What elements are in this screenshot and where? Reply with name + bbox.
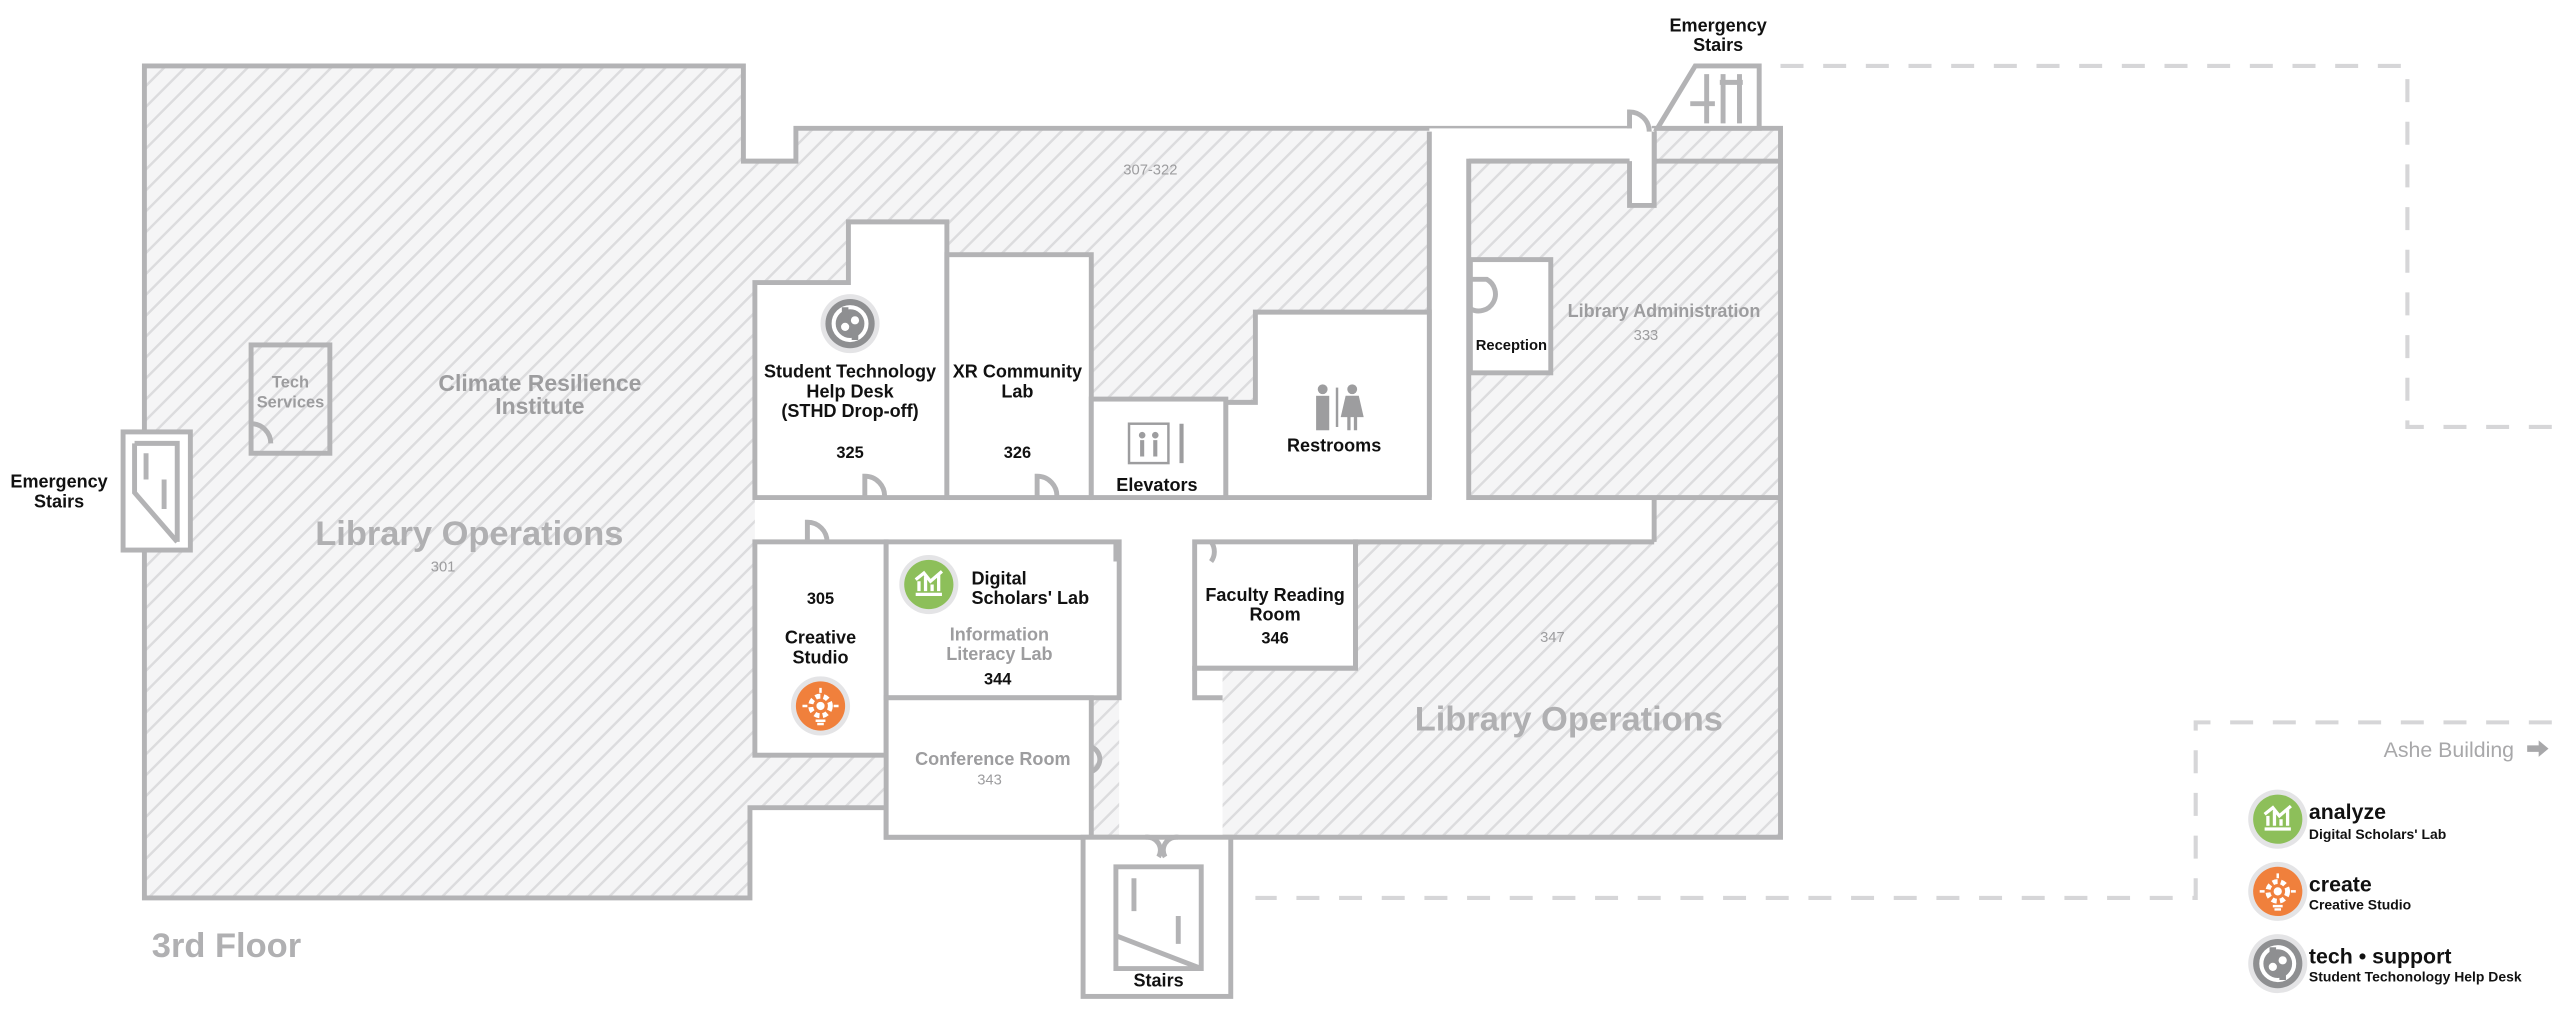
sthd-label: Student Technology xyxy=(764,362,936,382)
create-icon xyxy=(791,676,850,735)
xr-number: 326 xyxy=(1004,444,1031,462)
arrow-right-icon xyxy=(2527,740,2549,757)
restroom-icon xyxy=(1316,384,1364,431)
legend-create-subtitle: Creative Studio xyxy=(2309,896,2411,912)
creative-label: Creative xyxy=(785,628,856,648)
legend-create-icon xyxy=(2248,862,2307,921)
library-admin-label: Library Administration xyxy=(1568,301,1761,321)
library-ops-east-label: Library Operations xyxy=(1415,701,1723,739)
analyze-icon xyxy=(897,553,960,616)
conference-label: Conference Room xyxy=(915,749,1070,769)
ashe-connector xyxy=(1255,63,2552,901)
stairs-label: Stairs xyxy=(1133,971,1183,991)
room-346 xyxy=(1192,539,1358,671)
xr-label: XR Community xyxy=(953,362,1082,382)
digital-number: 344 xyxy=(984,671,1012,689)
library-ops-west-label: Library Operations xyxy=(315,515,623,553)
tech-support-icon xyxy=(821,294,880,353)
reception-label: Reception xyxy=(1476,338,1547,354)
zone-307-label: 307-322 xyxy=(1123,162,1177,178)
emergency-stairs-top-label: Emergency xyxy=(1669,16,1766,36)
legend-analyze-subtitle: Digital Scholars' Lab xyxy=(2309,826,2446,842)
zone-347-label: 347 xyxy=(1540,630,1565,646)
library-admin-number: 333 xyxy=(1634,328,1659,344)
legend: analyze Digital Scholars' Lab create Cre… xyxy=(2246,788,2522,993)
emergency-stairs-left-label: Emergency xyxy=(10,472,107,492)
legend-tech-icon xyxy=(2248,934,2307,993)
legend-analyze-title: analyze xyxy=(2309,800,2386,824)
room-326 xyxy=(944,252,1094,501)
elevators-label: Elevators xyxy=(1116,475,1197,495)
legend-tech-subtitle: Student Techonology Help Desk xyxy=(2309,969,2522,985)
faculty-label: Faculty Reading xyxy=(1205,585,1344,605)
creative-number: 305 xyxy=(807,590,834,608)
sthd-number: 325 xyxy=(836,444,863,462)
floor-label: 3rd Floor xyxy=(152,927,301,965)
digital-label: Digital xyxy=(971,569,1026,589)
info-literacy-label: Information xyxy=(950,624,1049,644)
reception-room xyxy=(1467,257,1554,376)
tech-services-label: Tech xyxy=(272,374,309,392)
tech-services-room xyxy=(248,342,333,456)
legend-analyze-icon xyxy=(2246,788,2309,851)
room-347-wall xyxy=(1192,539,1655,701)
room-325 xyxy=(752,219,950,501)
legend-create-title: create xyxy=(2309,872,2372,896)
faculty-number: 346 xyxy=(1261,630,1288,648)
stairs-south xyxy=(1080,834,1234,999)
ashe-building-link[interactable]: Ashe Building xyxy=(2384,738,2514,762)
legend-tech-title: tech • support xyxy=(2309,945,2452,969)
library-ops-west-number: 301 xyxy=(431,559,456,575)
room-343 xyxy=(883,695,1094,840)
climate-label: Climate Resilience xyxy=(438,370,641,396)
conference-number: 343 xyxy=(977,773,1002,789)
restrooms-label: Restrooms xyxy=(1287,436,1381,456)
elevator-icon xyxy=(1127,422,1184,465)
